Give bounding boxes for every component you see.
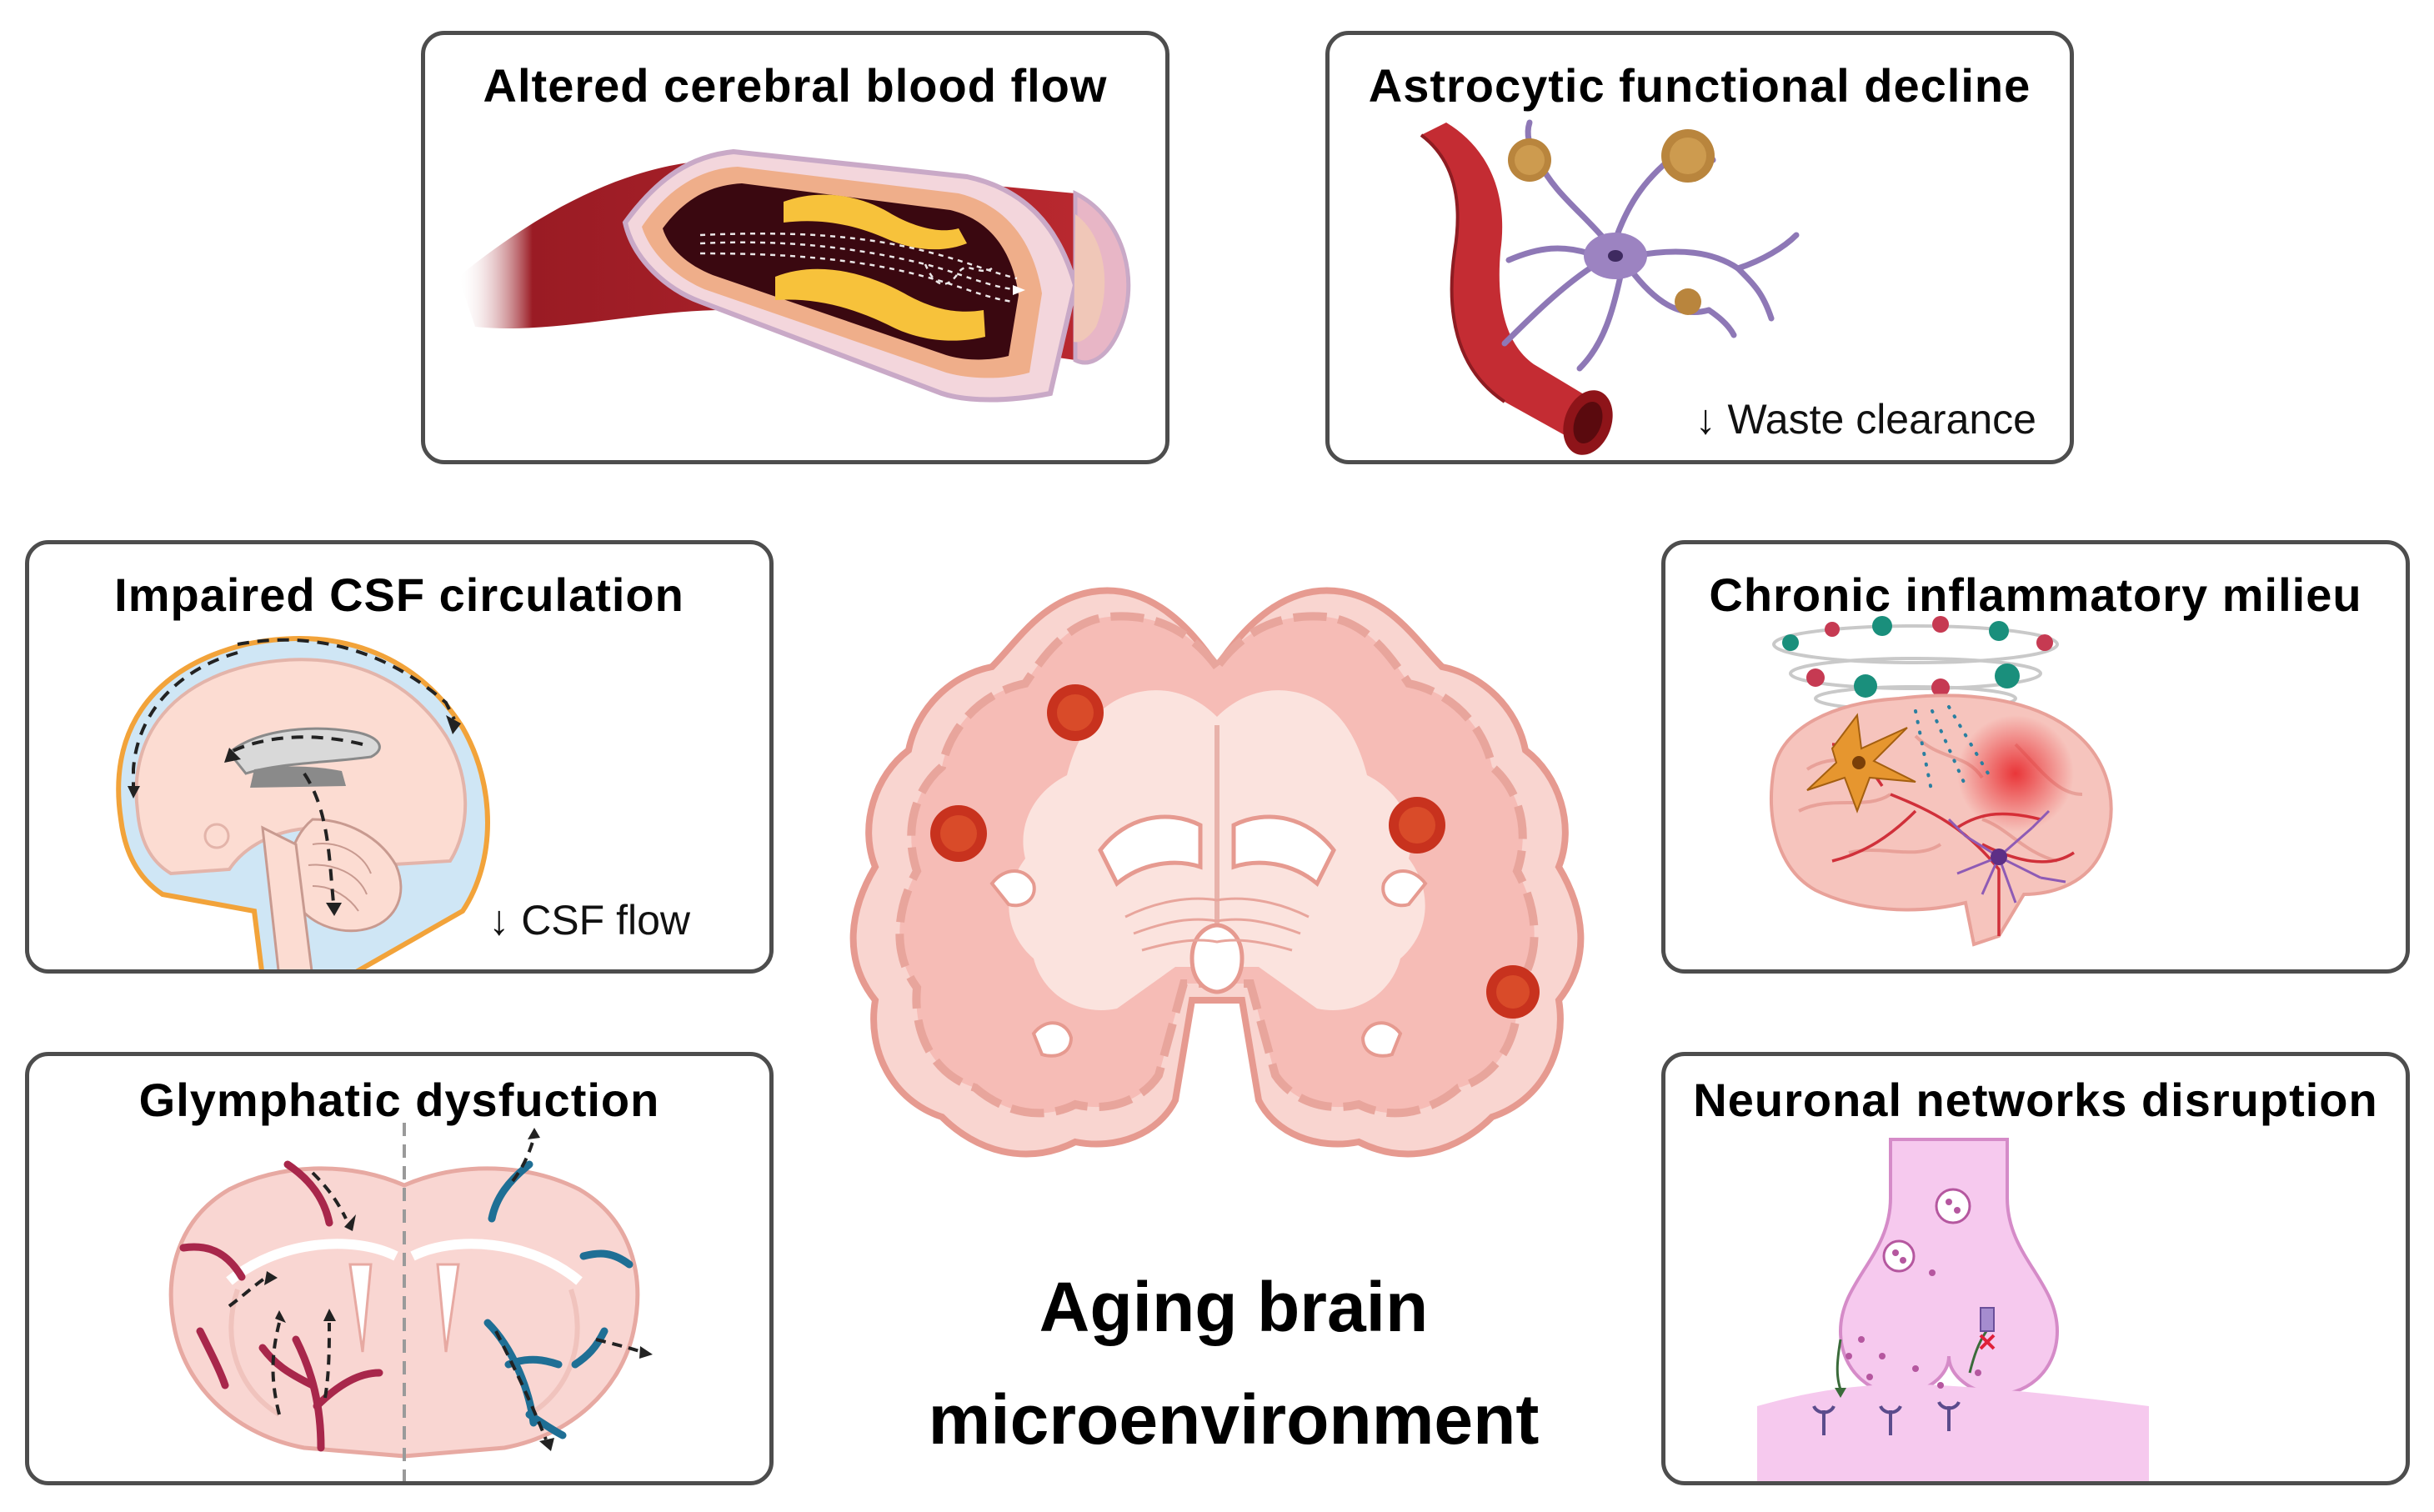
synapse-icon bbox=[1757, 1138, 2149, 1481]
center-title-line2: microenvironment bbox=[928, 1380, 1540, 1459]
panel-csf: Impaired CSF circulation ↓ CSF flow bbox=[25, 540, 774, 974]
panel-title: Neuronal networks disruption bbox=[1693, 1074, 2378, 1126]
amyloid-plaque-icon bbox=[930, 684, 1540, 1019]
panel-astrocytic: Astrocytic functional decline bbox=[1325, 31, 2074, 464]
astrocyte-icon bbox=[1420, 119, 1800, 455]
mouse-brain-icon bbox=[168, 1123, 653, 1481]
center-title-line1: Aging brain bbox=[1039, 1268, 1429, 1346]
panel-title: Astrocytic functional decline bbox=[1368, 59, 2031, 112]
panel-title: Impaired CSF circulation bbox=[114, 568, 684, 621]
panel-title: Chronic inflammatory milieu bbox=[1709, 568, 2362, 621]
panel-blood-flow: Altered cerebral blood flow bbox=[421, 31, 1169, 464]
waste-clearance-note: ↓ Waste clearance bbox=[1695, 396, 2036, 443]
panel-title: Glymphatic dysfuction bbox=[138, 1074, 660, 1126]
inflamed-brain-icon bbox=[1770, 616, 2113, 947]
sagittal-brain-icon bbox=[116, 636, 490, 969]
amyloid-plaque-icon bbox=[1508, 129, 1715, 315]
csf-flow-note: ↓ CSF flow bbox=[488, 897, 690, 944]
panel-inflammatory: Chronic inflammatory milieu bbox=[1661, 540, 2410, 974]
coronal-brain-icon bbox=[849, 587, 1585, 1158]
panel-title: Altered cerebral blood flow bbox=[483, 59, 1108, 112]
panel-neuronal: Neuronal networks disruption bbox=[1661, 1052, 2410, 1485]
panel-glymphatic: Glymphatic dysfuction bbox=[25, 1052, 774, 1485]
blood-vessel-icon bbox=[458, 148, 1131, 403]
